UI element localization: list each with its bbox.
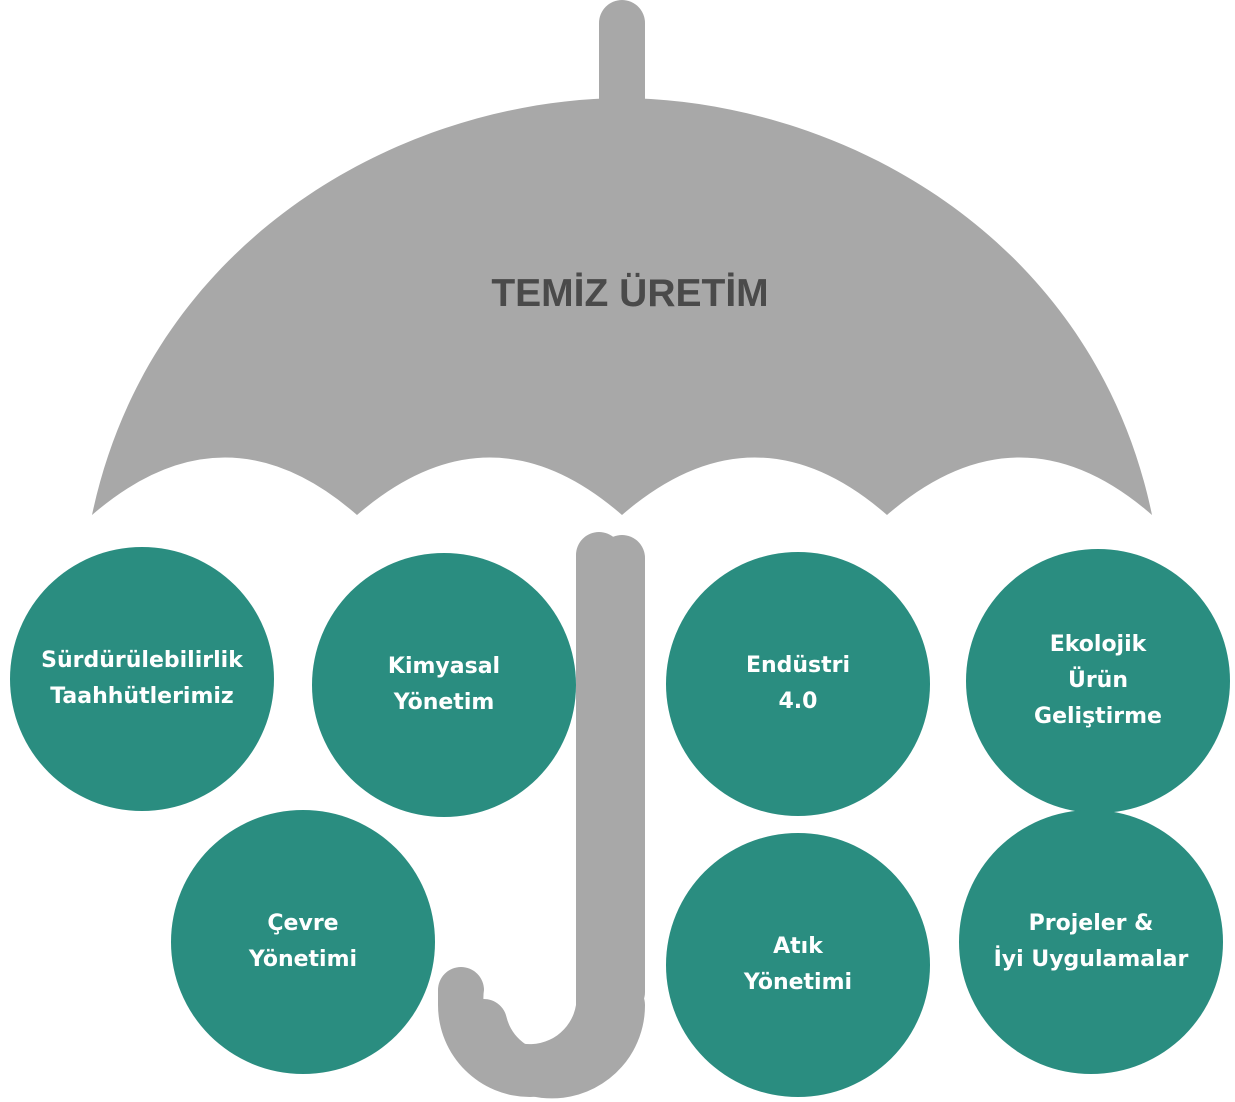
circle-atik-yonetimi: Atık Yönetimi (666, 833, 930, 1097)
umbrella-canopy (92, 98, 1152, 515)
umbrella-tip-base (599, 40, 645, 100)
diagram-title: TEMİZ ÜRETİM (491, 272, 769, 315)
circle-ekolojik-urun: Ekolojik Ürün Geliştirme (966, 549, 1230, 813)
circle-projeler: Projeler & İyi Uygulamalar (959, 810, 1223, 1074)
circle-cevre-yonetimi: Çevre Yönetimi (171, 810, 435, 1074)
circle-label-line1: Atık (773, 934, 823, 959)
circle-label-line2: Yönetimi (248, 947, 358, 972)
circle-label-line1: Ekolojik (1049, 632, 1147, 657)
circle-label-line1: Endüstri (745, 653, 851, 678)
circle-endustri: Endüstri 4.0 (666, 552, 930, 816)
circle-label-line2: İyi Uygulamalar (993, 947, 1189, 972)
circle-label-line2: Yönetimi (743, 970, 853, 995)
circle-label-line2: Yönetim (393, 690, 495, 715)
circle-surdurulebilirlik: Sürdürülebilirlik Taahhütlerimiz (10, 547, 274, 811)
circle-label-line2: 4.0 (778, 689, 818, 714)
circle-kimyasal-yonetim: Kimyasal Yönetim (312, 553, 576, 817)
circle-label-line1: Kimyasal (387, 654, 501, 679)
umbrella-handle (438, 532, 622, 1097)
circle-label-line2: Ürün (1067, 668, 1129, 693)
umbrella-hook-curve (461, 982, 646, 1099)
circle-label-line1: Projeler & (1028, 911, 1154, 936)
umbrella-shaft-rect (599, 535, 645, 1015)
circle-label-line1: Çevre (267, 911, 339, 936)
circle-label-line3: Geliştirme (1034, 704, 1162, 729)
circle-label-line2: Taahhütlerimiz (50, 684, 234, 709)
circle-label-line1: Sürdürülebilirlik (41, 648, 243, 673)
